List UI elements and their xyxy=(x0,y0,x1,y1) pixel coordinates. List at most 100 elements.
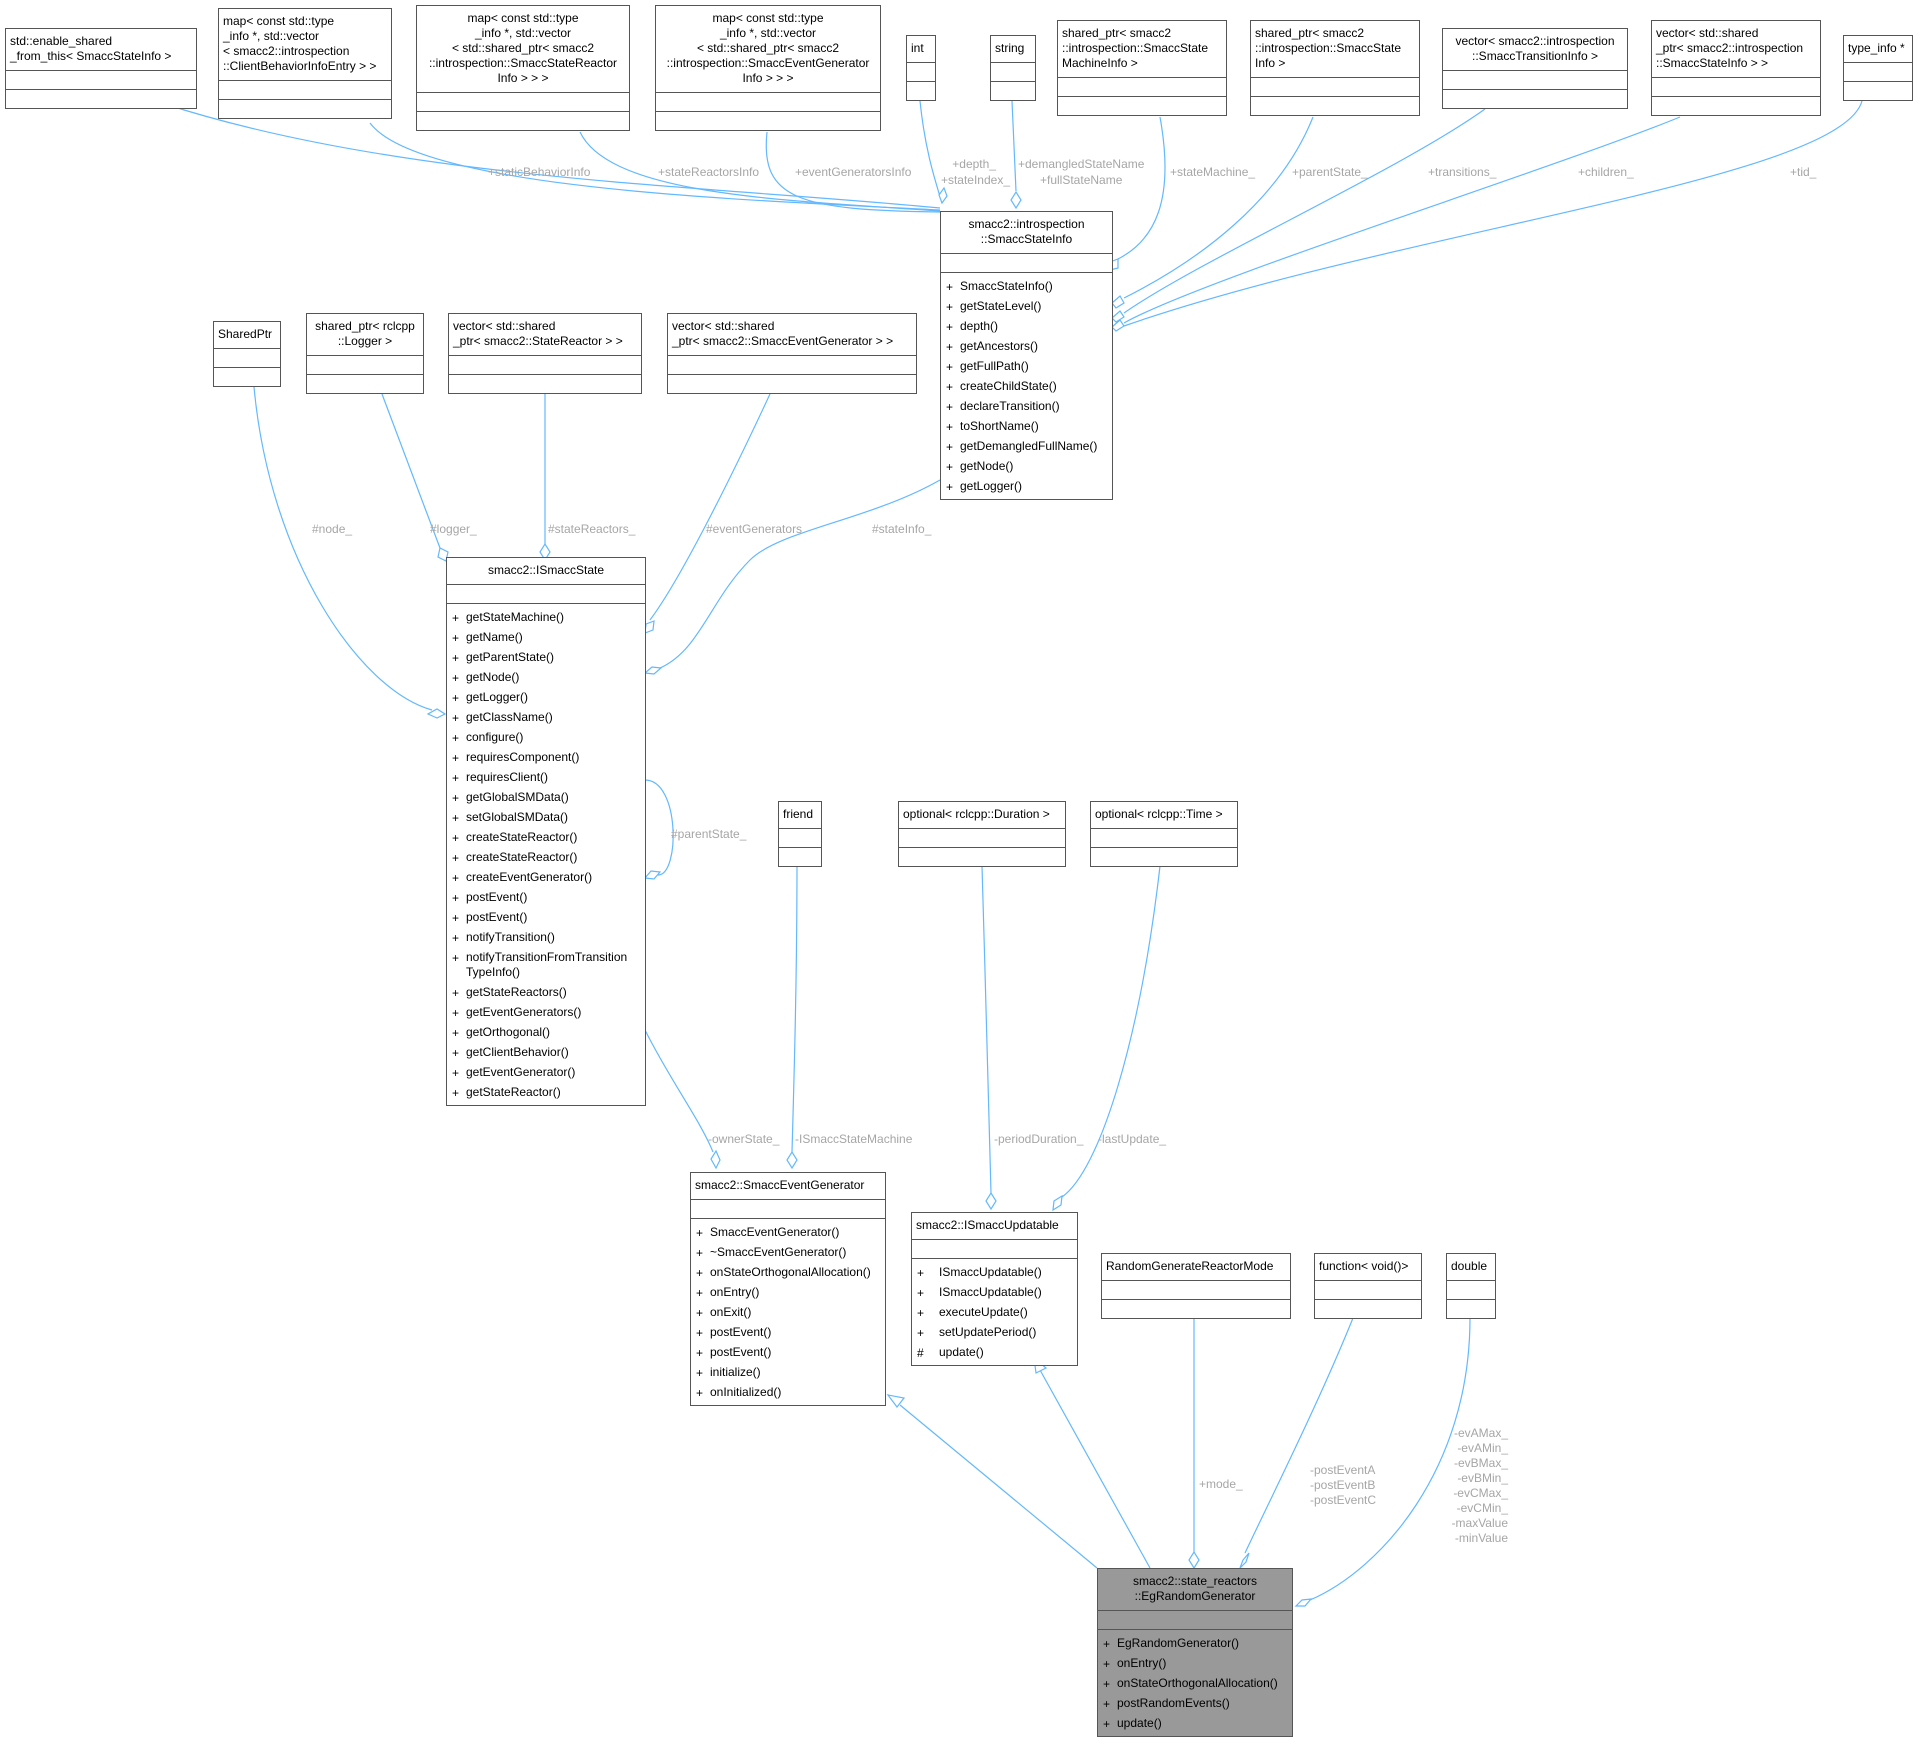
class-title: friend xyxy=(779,802,821,829)
method-row: #update() xyxy=(917,1345,984,1360)
method-row: +requiresClient() xyxy=(452,770,549,785)
label-children: +children_ xyxy=(1578,165,1634,179)
attributes-section xyxy=(899,829,1065,848)
method-row: +getName() xyxy=(452,630,523,645)
class-vector-children[interactable]: vector< std::shared _ptr< smacc2::intros… xyxy=(1651,20,1821,116)
class-map-client-behavior[interactable]: map< const std::type _info *, std::vecto… xyxy=(218,8,392,119)
methods-section xyxy=(1844,82,1912,100)
aggregation-diamond xyxy=(643,870,662,880)
class-title: optional< rclcpp::Time > xyxy=(1091,802,1237,829)
method-row: +ISmaccUpdatable() xyxy=(917,1285,1042,1300)
class-title: double xyxy=(1447,1254,1495,1281)
label-last-update: -lastUpdate_ xyxy=(1098,1132,1166,1146)
class-shared-ptr-logger[interactable]: shared_ptr< rclcpp ::Logger > xyxy=(306,313,424,394)
class-shared-ptr-state-info[interactable]: shared_ptr< smacc2 ::introspection::Smac… xyxy=(1250,20,1420,116)
class-friend[interactable]: friend xyxy=(778,801,822,867)
label-event-generators-info: +eventGeneratorsInfo xyxy=(795,165,912,179)
edge-vec-eventgen xyxy=(649,393,771,621)
methods-section xyxy=(219,100,391,118)
aggregation-diamond xyxy=(1010,190,1022,210)
attributes-section xyxy=(447,585,645,604)
attributes-section xyxy=(1315,1281,1421,1300)
class-ismacc-state[interactable]: smacc2::ISmaccState +getStateMachine() +… xyxy=(446,557,646,1106)
attributes-section xyxy=(219,81,391,100)
class-optional-duration[interactable]: optional< rclcpp::Duration > xyxy=(898,801,1066,867)
attributes-section xyxy=(1058,78,1226,97)
method-row: +postRandomEvents() xyxy=(1103,1696,1230,1711)
class-enable-shared-from-this[interactable]: std::enable_shared _from_this< SmaccStat… xyxy=(5,28,197,109)
class-title: vector< std::shared _ptr< smacc2::StateR… xyxy=(449,314,641,356)
class-smacc-state-info[interactable]: smacc2::introspection ::SmaccStateInfo +… xyxy=(940,211,1113,500)
label-static-behavior: +staticBehaviorInfo xyxy=(488,165,591,179)
class-vector-transition-info[interactable]: vector< smacc2::introspection ::SmaccTra… xyxy=(1442,28,1628,109)
label-ev-c-min: -evCMin_ xyxy=(1457,1501,1509,1515)
attributes-section xyxy=(691,1200,885,1219)
class-map-state-reactor[interactable]: map< const std::type _info *, std::vecto… xyxy=(416,5,630,131)
class-double[interactable]: double xyxy=(1446,1253,1496,1319)
class-title: shared_ptr< smacc2 ::introspection::Smac… xyxy=(1251,21,1419,78)
method-row: +configure() xyxy=(452,730,524,745)
class-vector-state-reactor[interactable]: vector< std::shared _ptr< smacc2::StateR… xyxy=(448,313,642,394)
class-sharedptr[interactable]: SharedPtr xyxy=(213,321,281,387)
aggregation-diamond xyxy=(1111,319,1125,332)
class-title: shared_ptr< rclcpp ::Logger > xyxy=(307,314,423,356)
method-row: +setUpdatePeriod() xyxy=(917,1325,1037,1340)
method-row: +update() xyxy=(1103,1716,1162,1731)
method-row: +toShortName() xyxy=(946,419,1039,434)
edge-map-reactor xyxy=(579,131,941,212)
class-type-info[interactable]: type_info * xyxy=(1843,35,1913,101)
class-ismacc-updatable[interactable]: smacc2::ISmaccUpdatable +ISmaccUpdatable… xyxy=(911,1212,1078,1366)
methods-section: +EgRandomGenerator() +onEntry() +onState… xyxy=(1098,1630,1292,1736)
attributes-section xyxy=(991,63,1035,82)
aggregation-diamond xyxy=(1111,295,1125,309)
class-title: vector< std::shared _ptr< smacc2::intros… xyxy=(1652,21,1820,78)
class-optional-time[interactable]: optional< rclcpp::Time > xyxy=(1090,801,1238,867)
inheritance-arrow xyxy=(886,1394,906,1408)
method-row: +getFullPath() xyxy=(946,359,1029,374)
attributes-section xyxy=(417,93,629,112)
class-vector-event-generator[interactable]: vector< std::shared _ptr< smacc2::SmaccE… xyxy=(667,313,917,394)
aggregation-diamond xyxy=(1239,1552,1250,1569)
label-post-event-c: -postEventC xyxy=(1310,1493,1376,1507)
aggregation-diamond xyxy=(985,1191,997,1211)
attributes-section xyxy=(1652,78,1820,97)
label-tid: +tid_ xyxy=(1790,165,1817,179)
methods-section xyxy=(1443,90,1627,108)
class-function-void[interactable]: function< void()> xyxy=(1314,1253,1422,1319)
label-state-machine: +stateMachine_ xyxy=(1170,165,1255,179)
class-smacc-event-generator[interactable]: smacc2::SmaccEventGenerator +SmaccEventG… xyxy=(690,1172,886,1406)
attributes-section xyxy=(941,254,1112,273)
label-full-state-name: +fullStateName xyxy=(1040,173,1123,187)
class-int[interactable]: int xyxy=(906,35,936,101)
label-state-index: +stateIndex_ xyxy=(941,173,1010,187)
label-transitions: +transitions_ xyxy=(1428,165,1497,179)
class-title: optional< rclcpp::Duration > xyxy=(899,802,1065,829)
class-title: smacc2::introspection ::SmaccStateInfo xyxy=(941,212,1112,254)
attributes-section xyxy=(907,63,935,82)
aggregation-diamond xyxy=(938,186,948,205)
label-post-event-a: -postEventA xyxy=(1310,1463,1375,1477)
class-shared-ptr-state-machine-info[interactable]: shared_ptr< smacc2 ::introspection::Smac… xyxy=(1057,20,1227,116)
methods-section: +ISmaccUpdatable() +ISmaccUpdatable() +e… xyxy=(912,1259,1077,1365)
class-title: int xyxy=(907,36,935,63)
class-random-generate-reactor-mode[interactable]: RandomGenerateReactorMode xyxy=(1101,1253,1291,1319)
edge-sp-statemachine xyxy=(1117,116,1166,260)
method-row: +depth() xyxy=(946,319,999,334)
aggregation-diamond xyxy=(786,1150,798,1170)
class-string[interactable]: string xyxy=(990,35,1036,101)
method-row: +getLogger() xyxy=(946,479,1023,494)
method-row: +getStateLevel() xyxy=(946,299,1042,314)
method-row: +createStateReactor() xyxy=(452,850,578,865)
class-title: type_info * xyxy=(1844,36,1912,63)
method-row: +getClientBehavior() xyxy=(452,1045,569,1060)
method-row: +getDemangledFullName() xyxy=(946,439,1098,454)
method-row: +getNode() xyxy=(946,459,1014,474)
class-map-event-generator[interactable]: map< const std::type _info *, std::vecto… xyxy=(655,5,881,131)
methods-section xyxy=(307,375,423,393)
aggregation-diamond xyxy=(437,547,449,562)
edge-vec-children xyxy=(1123,116,1681,324)
label-logger: #logger_ xyxy=(430,522,477,536)
method-row: +SmaccEventGenerator() xyxy=(696,1225,840,1240)
class-eg-random-generator[interactable]: smacc2::state_reactors ::EgRandomGenerat… xyxy=(1097,1568,1293,1737)
label-state-reactors-info: +stateReactorsInfo xyxy=(658,165,759,179)
